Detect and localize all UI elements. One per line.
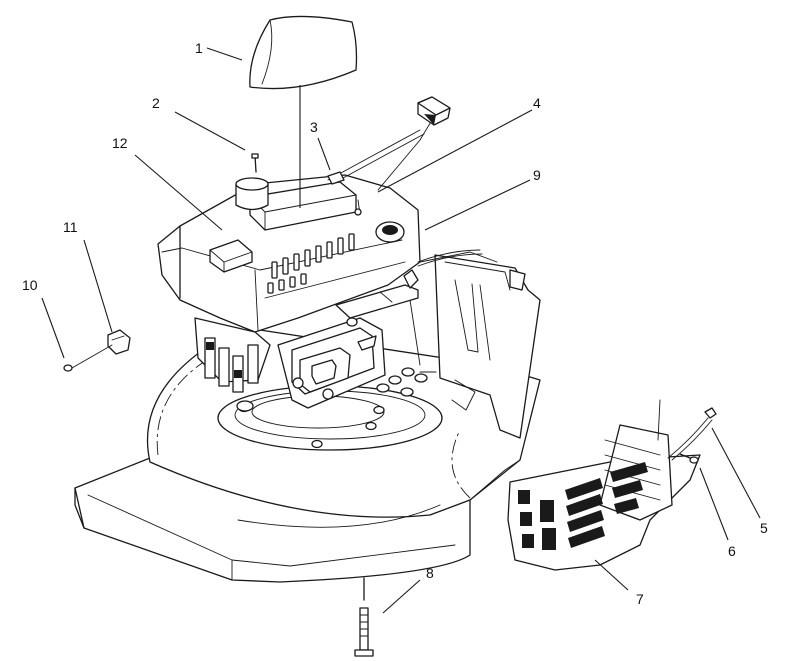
- leader-5: [711, 427, 761, 519]
- leader-lines: [41, 47, 761, 614]
- leader-4: [377, 109, 533, 193]
- callout-8: 8: [426, 565, 434, 581]
- part-screw: [251, 153, 259, 173]
- leader-6: [699, 467, 729, 541]
- leader-2: [174, 111, 246, 151]
- part-decal: [249, 15, 358, 90]
- part-bolt: [354, 577, 374, 657]
- part-door-screw: [679, 453, 699, 464]
- callout-9: 9: [533, 167, 541, 183]
- callout-5: 5: [760, 520, 768, 536]
- leader-3: [317, 137, 331, 171]
- leader-9: [424, 179, 531, 231]
- part-chute-door: [507, 424, 701, 571]
- part-starter-handle: [377, 96, 451, 191]
- part-cable: [327, 129, 425, 185]
- callout-7: 7: [636, 591, 644, 607]
- callout-10: 10: [22, 277, 38, 293]
- leader-1: [206, 47, 243, 61]
- leader-7: [594, 559, 629, 591]
- callout-4: 4: [533, 95, 541, 111]
- part-clip: [107, 329, 131, 355]
- callout-1: 1: [195, 40, 203, 56]
- leader-11: [83, 239, 113, 333]
- callout-3: 3: [310, 119, 318, 135]
- callout-2: 2: [152, 95, 160, 111]
- callout-6: 6: [728, 543, 736, 559]
- callout-11: 11: [63, 219, 78, 235]
- leader-10: [41, 297, 65, 359]
- leader-8: [382, 579, 421, 614]
- part-control-cable: [417, 249, 483, 267]
- part-door-rod: [657, 399, 717, 461]
- callout-labels: 1 2 3 4 5 6 7 8 9 10 11 12: [22, 40, 768, 607]
- callout-12: 12: [112, 135, 128, 151]
- engine: [157, 174, 421, 412]
- leader-12: [134, 154, 223, 231]
- part-clip-screw: [63, 344, 113, 372]
